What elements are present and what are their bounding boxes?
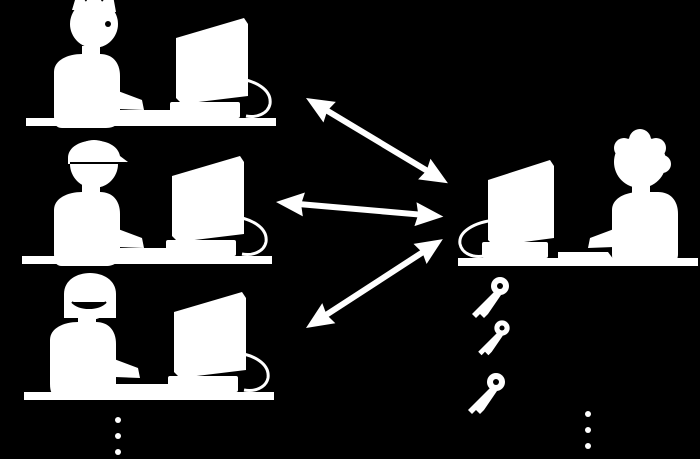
connection-arrow (299, 87, 455, 194)
desktop-computer-icon (458, 160, 698, 266)
right-station (458, 129, 698, 266)
connection-arrow (274, 190, 445, 229)
person-long-hair-icon (50, 273, 140, 396)
vertical-ellipsis-icon (115, 417, 121, 455)
person-spiky-hair-icon (54, 0, 144, 128)
left-station-3 (22, 273, 276, 402)
left-station-1 (24, 0, 278, 128)
vertical-ellipsis-icon (585, 411, 591, 449)
key-group (468, 277, 510, 414)
left-station-2 (20, 140, 274, 266)
key-icon (478, 320, 510, 356)
connection-arrow (299, 229, 450, 339)
person-cap-icon (54, 140, 144, 266)
key-icon (468, 373, 505, 414)
key-icon (472, 277, 509, 318)
person-curly-hair-icon (588, 129, 678, 266)
